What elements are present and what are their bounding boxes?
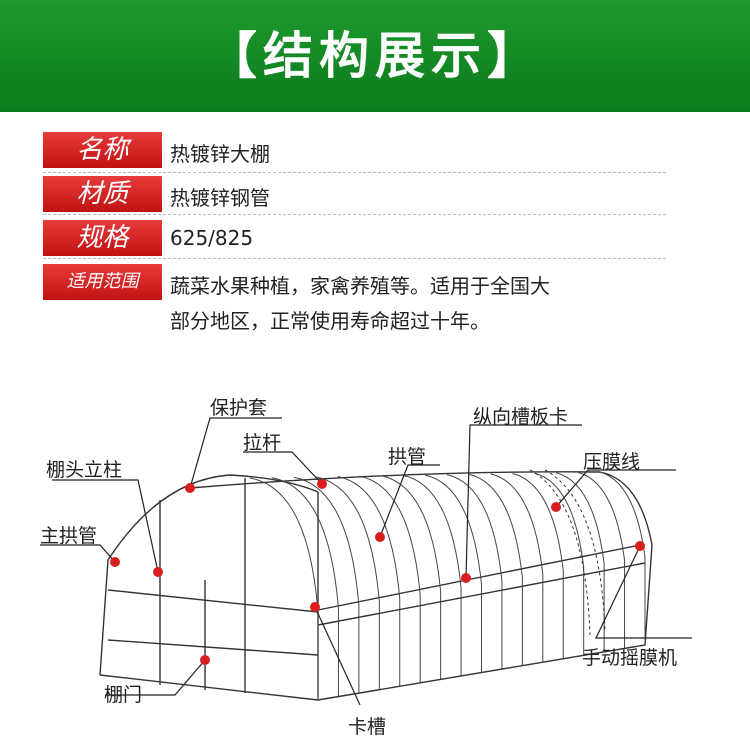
- arch-tube: [315, 476, 380, 690]
- spec-value-spec: 625/825: [170, 226, 254, 250]
- dot-zhugong: [110, 557, 120, 567]
- dot-lagan: [317, 479, 327, 489]
- arch-tube: [359, 475, 421, 683]
- spec-value-usage-line2: 部分地区，正常使用寿命超过十年。: [170, 309, 490, 333]
- front-arch: [99, 474, 319, 676]
- callout-tie-rod: 拉杆: [243, 432, 282, 454]
- leader-lines: [40, 417, 692, 706]
- dot-baohutao: [185, 483, 195, 493]
- spec-label-material: 材质: [43, 176, 162, 212]
- dot-zongxiang: [461, 573, 471, 583]
- spec-value-name: 热镀锌大棚: [170, 142, 270, 166]
- arch-tube: [249, 477, 319, 700]
- arch-tube: [403, 474, 462, 676]
- roof-top: [189, 471, 653, 546]
- spec-label-spec: 规格: [43, 220, 162, 256]
- callout-film-line: 压膜线: [583, 451, 641, 473]
- arch-tube: [424, 474, 482, 673]
- arch-tube: [337, 476, 401, 687]
- dot-kacao: [310, 602, 320, 612]
- callout-arch-tube: 拱管: [388, 446, 427, 468]
- callout-dots: [110, 479, 645, 665]
- greenhouse-frame: [99, 471, 653, 701]
- side-rail: [317, 544, 641, 611]
- end-rail-low: [107, 639, 319, 656]
- arch-tube: [468, 473, 523, 666]
- dot-yamoxian: [551, 502, 561, 512]
- spec-value-material: 热镀锌钢管: [170, 186, 270, 210]
- arch-tube: [534, 472, 585, 656]
- spec-value-usage-line1: 蔬菜水果种植，家禽养殖等。适用于全国大: [170, 274, 550, 298]
- arch-tube: [446, 474, 503, 670]
- arch-tube: [577, 471, 626, 649]
- arch-tube: [556, 472, 605, 652]
- arch-tube: [271, 477, 339, 697]
- callout-hand-roller: 手动摇膜机: [582, 647, 678, 669]
- dot-pengtou: [153, 567, 163, 577]
- arch-tubes: [249, 471, 646, 700]
- callout-main-arch: 主拱管: [40, 525, 98, 547]
- dot-gongguan: [375, 532, 385, 542]
- header-banner: [0, 0, 750, 112]
- dot-shoudong: [635, 541, 645, 551]
- page-title: 【结构展示】: [207, 26, 543, 85]
- arch-tube: [512, 473, 564, 659]
- spec-divider: [43, 214, 666, 215]
- side-bottom: [317, 544, 653, 701]
- callout-clip-groove: 卡槽: [348, 716, 387, 738]
- ground-front: [99, 674, 319, 701]
- arch-tube: [490, 473, 544, 663]
- callout-longitudinal-clip: 纵向槽板卡: [473, 406, 569, 428]
- callout-end-post: 棚头立柱: [46, 459, 123, 481]
- spec-label-usage: 适用范围: [43, 264, 162, 300]
- arch-tube: [599, 471, 646, 645]
- spec-label-name: 名称: [43, 132, 162, 168]
- film-lines: [529, 469, 606, 636]
- dot-pengmen: [200, 655, 210, 665]
- callout-protective-sleeve: 保护套: [210, 397, 268, 419]
- callout-door: 棚门: [104, 684, 143, 706]
- arch-tube: [381, 475, 442, 680]
- arch-tube: [293, 476, 360, 694]
- spec-divider: [43, 258, 666, 259]
- spec-divider: [43, 172, 666, 173]
- end-rail: [107, 589, 319, 613]
